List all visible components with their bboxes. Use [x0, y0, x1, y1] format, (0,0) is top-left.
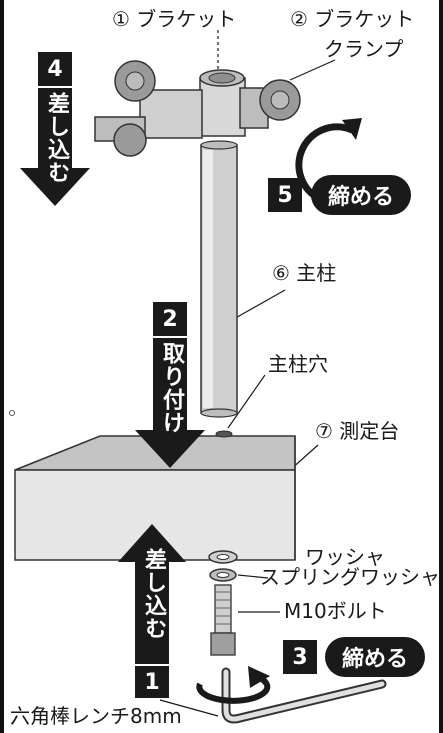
- label-spring-washer: スプリングワッシャ: [260, 565, 440, 589]
- label-bracket-clamp-1: ② ブラケット: [290, 7, 415, 31]
- step5-number: 5: [268, 178, 302, 212]
- step4-number: 4: [38, 52, 72, 86]
- bolt-and-washers: [208, 550, 238, 656]
- step3-text: 締める: [325, 637, 425, 677]
- rotation-arrow-top: [295, 118, 362, 204]
- arrow-down-step2: [135, 338, 205, 468]
- left-frame-line: [0, 0, 4, 733]
- label-column-hole: 主柱穴: [268, 352, 328, 376]
- measuring-base: [14, 430, 296, 561]
- bracket-assembly: [94, 60, 301, 157]
- step4-text: 差し込む: [44, 92, 69, 184]
- hex-wrench: [221, 667, 387, 724]
- step2-text: 取り付け: [159, 342, 184, 434]
- label-wrench: 六角棒レンチ8mm: [10, 704, 182, 728]
- right-frame-line: [439, 0, 443, 733]
- step5-text: 締める: [311, 175, 411, 215]
- label-bolt: M10ボルト: [284, 599, 387, 623]
- arrow-up-step1: [118, 524, 186, 664]
- label-washer: ワッシャ: [305, 545, 385, 569]
- label-bracket: ① ブラケット: [112, 7, 237, 31]
- main-column: [200, 140, 238, 418]
- label-bracket-clamp-2: クランプ: [324, 37, 404, 61]
- arrow-down-step4: [20, 88, 90, 206]
- edge-dot: [9, 410, 15, 416]
- step3-number: 3: [283, 640, 317, 674]
- step1-text: 差し込む: [141, 548, 166, 640]
- label-base: ⑦ 測定台: [315, 419, 400, 443]
- rotation-arrow-bottom: [196, 666, 271, 704]
- step1-number: 1: [135, 666, 169, 698]
- label-main-column: ⑥ 主柱: [272, 261, 337, 285]
- step2-number: 2: [153, 302, 187, 336]
